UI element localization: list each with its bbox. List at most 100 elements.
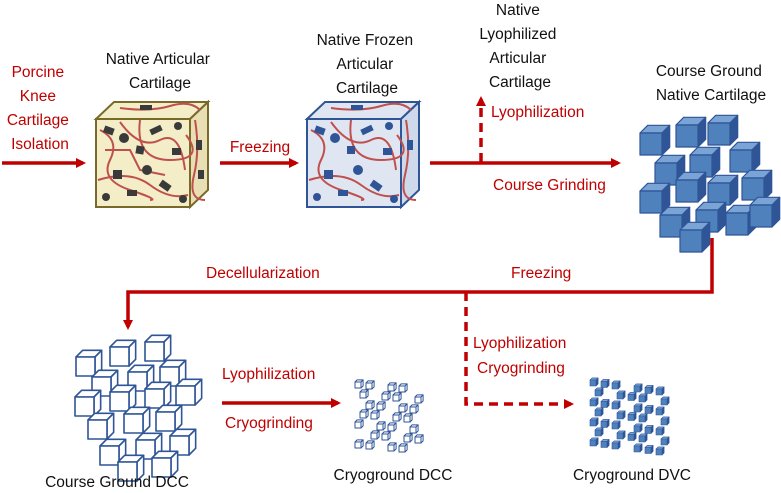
label-cryogrinding-mid: Cryogrinding	[225, 415, 313, 432]
course-ground-native-cubes	[639, 114, 781, 253]
arrows	[2, 96, 714, 409]
tiny-outline-cube	[381, 391, 391, 401]
tiny-outline-cube	[354, 419, 364, 429]
tiny-blue-cube	[638, 393, 648, 403]
tiny-blue-cube	[655, 406, 665, 416]
tiny-blue-cube	[638, 433, 648, 443]
tiny-outline-cube	[414, 434, 424, 444]
blue-cube	[749, 196, 781, 228]
cryoground-dvc-particles	[589, 377, 670, 456]
tiny-blue-cube	[644, 405, 654, 414]
blue-cube	[729, 141, 761, 173]
tiny-blue-cube	[600, 379, 610, 388]
label-lyophilization-dvc: Lyophilization	[473, 335, 566, 352]
outline-cube	[74, 389, 102, 417]
blue-cube	[675, 116, 707, 148]
tiny-blue-cube	[660, 436, 670, 446]
label-freezing-mid: Freezing	[511, 265, 571, 282]
outline-cube	[123, 406, 151, 434]
label-course-ground-dcc: Course Ground DCC	[45, 474, 189, 491]
tiny-outline-cube	[403, 433, 413, 443]
tiny-outline-cube	[370, 430, 380, 440]
tiny-blue-cube	[655, 386, 665, 396]
native-cartilage-cube	[93, 99, 211, 210]
outline-cube	[151, 450, 179, 478]
tiny-outline-cube	[359, 409, 369, 419]
tiny-outline-cube	[359, 389, 369, 399]
outline-cube	[144, 381, 172, 409]
tiny-blue-cube	[644, 385, 654, 394]
blue-cube	[639, 124, 671, 156]
tiny-blue-cube	[644, 445, 654, 454]
tiny-blue-cube	[616, 390, 626, 400]
blue-cube	[659, 206, 691, 238]
label-decellularization: Decellularization	[206, 265, 320, 282]
tiny-blue-cube	[638, 413, 648, 423]
arrow-to-dvc	[464, 292, 574, 409]
frozen-cartilage-cube	[304, 99, 422, 210]
blue-cube	[689, 146, 721, 178]
tiny-blue-cube	[627, 412, 637, 421]
tiny-outline-cube	[381, 431, 391, 441]
tiny-blue-cube	[594, 387, 604, 397]
label-native-articular: Native Articular Cartilage	[106, 51, 215, 92]
tiny-outline-cube	[376, 421, 386, 431]
tiny-blue-cube	[633, 423, 643, 433]
tiny-outline-cube	[398, 383, 408, 393]
label-native-frozen: Native Frozen Articular Cartilage	[317, 32, 418, 97]
outline-cube	[144, 334, 172, 362]
blue-cube	[707, 114, 739, 146]
tiny-blue-cube	[633, 383, 643, 393]
label-source: Porcine Knee Cartilage Isolation	[7, 64, 73, 153]
tiny-blue-cube	[655, 426, 665, 436]
tiny-blue-cube	[600, 419, 610, 428]
outline-cube	[109, 339, 137, 367]
tiny-blue-cube	[644, 425, 654, 434]
label-cryoground-dvc: Cryoground DVC	[573, 467, 691, 484]
tiny-outline-cube	[398, 443, 408, 453]
label-cryoground-dcc: Cryoground DCC	[334, 467, 453, 484]
label-lyophilization-mid: Lyophilization	[222, 366, 315, 383]
tiny-outline-cube	[392, 412, 402, 422]
tiny-blue-cube	[616, 410, 626, 420]
outline-cube	[175, 378, 203, 406]
blue-cube	[741, 169, 773, 201]
outline-cube	[87, 412, 115, 440]
tiny-outline-cube	[370, 410, 380, 420]
label-course-ground-native: Course Ground Native Cartilage	[656, 63, 766, 104]
blue-cube	[639, 182, 671, 214]
tiny-outline-cube	[392, 392, 402, 402]
tiny-outline-cube	[354, 439, 364, 449]
tiny-outline-cube	[365, 400, 375, 410]
tiny-outline-cube	[387, 382, 397, 392]
outline-cube	[135, 432, 163, 460]
tiny-blue-cube	[589, 437, 599, 447]
tiny-outline-cube	[365, 380, 375, 390]
tiny-outline-cube	[387, 442, 397, 452]
tiny-blue-cube	[627, 392, 637, 401]
blue-cube	[675, 171, 707, 203]
tiny-blue-cube	[611, 380, 621, 390]
blue-cube	[679, 221, 711, 253]
tiny-blue-cube	[589, 417, 599, 427]
tiny-blue-cube	[611, 420, 621, 430]
label-native-lyophilized: Native Lyophilized Articular Cartilage	[479, 2, 560, 91]
outline-cube	[99, 438, 127, 466]
tiny-blue-cube	[594, 407, 604, 417]
outline-cube	[155, 404, 183, 432]
label-freezing-top: Freezing	[230, 139, 290, 156]
tiny-blue-cube	[627, 432, 637, 441]
course-ground-dcc-cubes	[74, 334, 203, 482]
tiny-blue-cube	[660, 416, 670, 426]
cryoground-dcc-particles	[354, 379, 424, 453]
tiny-blue-cube	[611, 440, 621, 450]
tiny-blue-cube	[600, 399, 610, 408]
tiny-blue-cube	[600, 439, 610, 448]
tiny-blue-cube	[611, 400, 621, 410]
tiny-outline-cube	[398, 403, 408, 413]
label-lyophilization-top: Lyophilization	[491, 104, 584, 121]
blue-cube	[707, 174, 739, 206]
tiny-outline-cube	[376, 401, 386, 411]
tiny-blue-cube	[616, 430, 626, 440]
